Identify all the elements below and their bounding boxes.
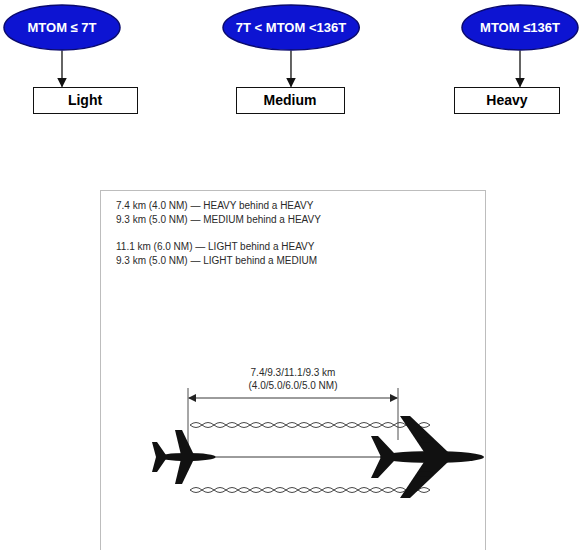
arrow-connector bbox=[61, 51, 62, 87]
dimension-line bbox=[189, 398, 397, 399]
extension-line bbox=[398, 388, 399, 440]
category-name: Medium bbox=[264, 92, 317, 108]
arrow-connector bbox=[519, 51, 520, 87]
mass-criterion: MTOM ≤136T bbox=[480, 20, 560, 35]
mass-criterion: 7T < MTOM <136T bbox=[236, 20, 346, 35]
wake-vortex bbox=[190, 488, 430, 493]
arrow-connector bbox=[290, 51, 291, 87]
mass-class-ellipse: MTOM ≤136T bbox=[461, 4, 579, 51]
extension-line bbox=[188, 388, 189, 445]
category-box: Heavy bbox=[454, 87, 560, 114]
heavy-aircraft bbox=[371, 416, 484, 498]
separation-note: 7.4 km (4.0 NM) — HEAVY behind a HEAVY bbox=[116, 200, 313, 212]
wake-vortex bbox=[190, 488, 430, 493]
light-aircraft bbox=[152, 430, 216, 484]
mass-criterion: MTOM ≤ 7T bbox=[27, 20, 96, 35]
dimension-label: 7.4/9.3/11.1/9.3 km bbox=[251, 367, 336, 379]
category-name: Heavy bbox=[486, 92, 527, 108]
wake-vortex bbox=[190, 423, 430, 428]
separation-note: 9.3 km (5.0 NM) — MEDIUM behind a HEAVY bbox=[116, 214, 321, 226]
separation-line bbox=[216, 457, 382, 458]
separation-note: 9.3 km (5.0 NM) — LIGHT behind a MEDIUM bbox=[116, 255, 317, 267]
mass-class-ellipse: MTOM ≤ 7T bbox=[3, 4, 121, 51]
figure-panel bbox=[101, 191, 486, 550]
category-box: Light bbox=[33, 87, 138, 114]
separation-note: 11.1 km (6.0 NM) — LIGHT behind a HEAVY bbox=[116, 241, 314, 253]
dimension-label: (4.0/5.0/6.0/5.0 NM) bbox=[249, 380, 338, 392]
category-box: Medium bbox=[236, 87, 345, 114]
category-name: Light bbox=[68, 92, 102, 108]
mass-class-ellipse: 7T < MTOM <136T bbox=[222, 4, 360, 51]
wake-vortex bbox=[190, 423, 430, 428]
